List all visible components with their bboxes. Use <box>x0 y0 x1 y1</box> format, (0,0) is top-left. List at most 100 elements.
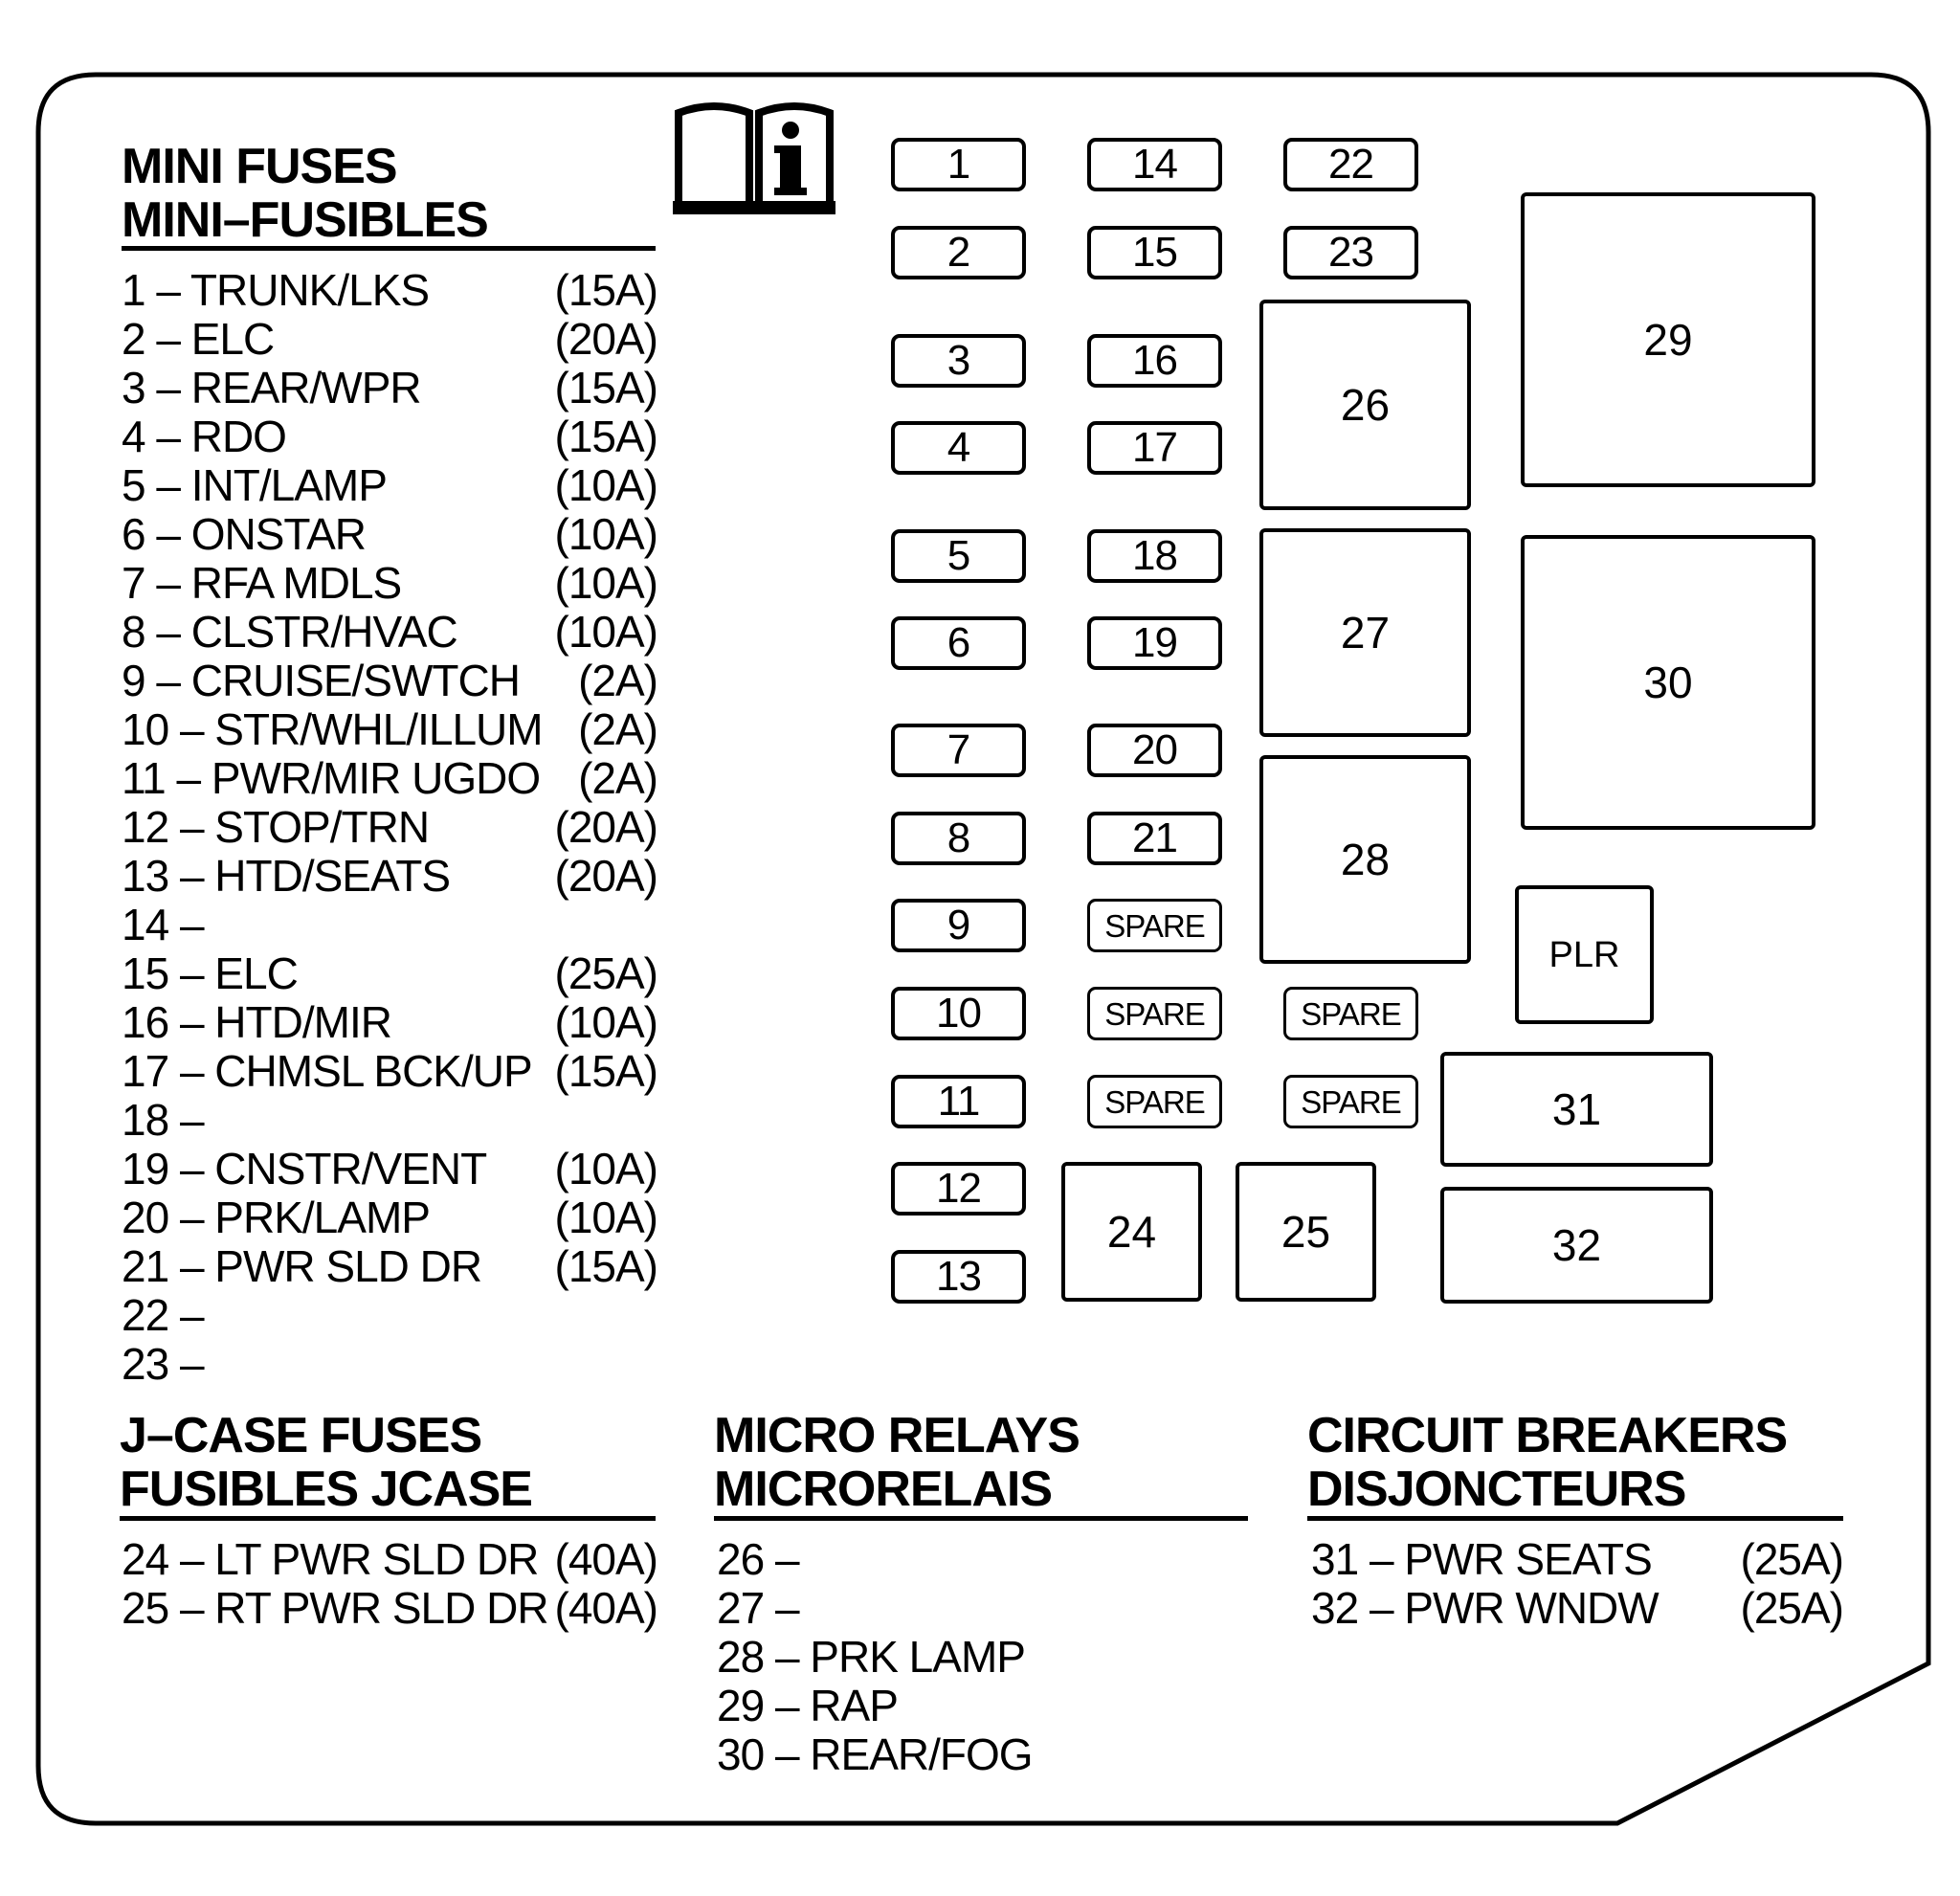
mini-fuse-label: 23 – <box>122 1339 205 1389</box>
fuse-slot-5: 5 <box>891 529 1026 583</box>
mini-fuse-amperage: (15A) <box>554 265 658 315</box>
mini-fuse-label: 11 – PWR/MIR UGDO <box>122 753 541 803</box>
mini-fuse-label: 17 – CHMSL BCK/UP <box>122 1046 533 1096</box>
circuit-breakers-title: CIRCUIT BREAKERS <box>1307 1408 1788 1463</box>
mini-fuse-label: 13 – HTD/SEATS <box>122 851 451 901</box>
mini-fuse-amperage: (15A) <box>554 1046 658 1096</box>
mini-fuse-label: 18 – <box>122 1095 205 1145</box>
spare-fuse-slot: SPARE <box>1087 1075 1222 1128</box>
micro-relay-entry: 29 – RAP <box>717 1682 1195 1730</box>
mini-fuse-entry: 19 – CNSTR/VENT (10A) <box>122 1144 658 1193</box>
spare-fuse-slot: SPARE <box>1087 899 1222 952</box>
mini-fuse-amperage: (10A) <box>554 509 658 559</box>
fuse-slot-11: 11 <box>891 1075 1026 1128</box>
mini-fuse-label: 9 – CRUISE/SWTCH <box>122 656 521 705</box>
micro-relay-label: 28 – PRK LAMP <box>717 1632 1026 1682</box>
mini-fuse-amperage: (20A) <box>554 851 658 901</box>
circuit-breakers-subtitle: DISJONCTEURS <box>1307 1461 1686 1517</box>
mini-fuse-entry: 4 – RDO (15A) <box>122 413 658 461</box>
jcase-fuse-amperage: (40A) <box>554 1534 658 1584</box>
spare-fuse-slot: SPARE <box>1087 987 1222 1040</box>
fuse-slot-16: 16 <box>1087 334 1222 388</box>
fuse-slot-22: 22 <box>1283 138 1418 191</box>
micro-relays-list: 26 – 27 – 28 – PRK LAMP 29 – RAP 30 – RE… <box>717 1535 1195 1779</box>
mini-fuse-entry: 22 – <box>122 1291 657 1340</box>
mini-fuse-label: 8 – CLSTR/HVAC <box>122 607 458 657</box>
micro-relay-27: 27 <box>1259 528 1471 737</box>
mini-fuse-label: 7 – RFA MDLS <box>122 558 402 608</box>
mini-fuse-amperage: (10A) <box>554 460 658 510</box>
micro-relay-entry: 30 – REAR/FOG <box>717 1730 1195 1779</box>
mini-fuse-amperage: (2A) <box>578 656 658 705</box>
jcase-fuse-25: 25 <box>1236 1162 1376 1302</box>
mini-fuse-label: 16 – HTD/MIR <box>122 997 392 1047</box>
fuse-slot-15: 15 <box>1087 226 1222 279</box>
mini-fuse-amperage: (10A) <box>554 997 658 1047</box>
circuit-breaker-label: 32 – PWR WNDW <box>1311 1583 1659 1633</box>
fuse-slot-14: 14 <box>1087 138 1222 191</box>
jcase-fuse-entry: 25 – RT PWR SLD DR (40A) <box>122 1583 658 1633</box>
circuit-breaker-label: 31 – PWR SEATS <box>1311 1534 1653 1584</box>
mini-fuse-entry: 18 – <box>122 1096 657 1145</box>
mini-fuse-amperage: (10A) <box>554 607 658 657</box>
fuse-slot-9: 9 <box>891 899 1026 952</box>
micro-relay-label: 27 – <box>717 1583 800 1633</box>
jcase-fuses-list: 24 – LT PWR SLD DR (40A) 25 – RT PWR SLD… <box>122 1534 658 1633</box>
micro-relays-title: MICRO RELAYS <box>714 1408 1080 1463</box>
mini-fuse-label: 15 – ELC <box>122 948 299 998</box>
fuse-slot-8: 8 <box>891 812 1026 865</box>
mini-fuse-entry: 11 – PWR/MIR UGDO (2A) <box>122 753 658 803</box>
jcase-fuse-label: 25 – RT PWR SLD DR <box>122 1583 549 1633</box>
mini-fuse-entry: 1 – TRUNK/LKS (15A) <box>122 265 658 315</box>
fuse-slot-2: 2 <box>891 226 1026 279</box>
mini-fuses-subtitle: MINI–FUSIBLES <box>122 192 489 248</box>
mini-fuse-label: 19 – CNSTR/VENT <box>122 1144 487 1193</box>
micro-relay-entry: 27 – <box>717 1584 1195 1633</box>
fuse-slot-6: 6 <box>891 616 1026 670</box>
mini-fuse-label: 20 – PRK/LAMP <box>122 1193 431 1242</box>
mini-fuse-amperage: (20A) <box>554 314 658 364</box>
mini-fuse-entry: 8 – CLSTR/HVAC (10A) <box>122 607 658 657</box>
mini-fuse-amperage: (2A) <box>578 753 658 803</box>
fuse-slot-7: 7 <box>891 724 1026 777</box>
mini-fuse-amperage: (25A) <box>554 948 658 998</box>
mini-fuses-list: 1 – TRUNK/LKS (15A) 2 – ELC (20A) 3 – RE… <box>122 265 658 1389</box>
fuse-slot-10: 10 <box>891 987 1026 1040</box>
jcase-fuse-label: 24 – LT PWR SLD DR <box>122 1534 539 1584</box>
micro-relay-26: 26 <box>1259 300 1471 510</box>
micro-relay-label: 30 – REAR/FOG <box>717 1729 1034 1779</box>
mini-fuse-label: 6 – ONSTAR <box>122 509 367 559</box>
circuit-breaker-amperage: (25A) <box>1740 1583 1844 1633</box>
micro-relay-29: 29 <box>1521 192 1815 487</box>
jcase-fuse-24: 24 <box>1061 1162 1202 1302</box>
spare-fuse-slot: SPARE <box>1283 987 1418 1040</box>
mini-fuse-entry: 7 – RFA MDLS (10A) <box>122 558 658 608</box>
fuse-slot-3: 3 <box>891 334 1026 388</box>
fuse-slot-20: 20 <box>1087 724 1222 777</box>
mini-fuse-amperage: (15A) <box>554 1241 658 1291</box>
circuit-breaker-32: 32 <box>1440 1187 1713 1304</box>
mini-fuse-label: 3 – REAR/WPR <box>122 363 422 413</box>
mini-fuse-label: 10 – STR/WHL/ILLUM <box>122 704 544 754</box>
mini-fuse-entry: 15 – ELC (25A) <box>122 948 658 998</box>
fuse-slot-13: 13 <box>891 1250 1026 1304</box>
mini-fuse-label: 12 – STOP/TRN <box>122 802 430 852</box>
fuse-slot-4: 4 <box>891 421 1026 475</box>
mini-fuse-label: 5 – INT/LAMP <box>122 460 388 510</box>
mini-fuse-label: 2 – ELC <box>122 314 275 364</box>
circuit-breaker-entry: 32 – PWR WNDW (25A) <box>1311 1583 1844 1633</box>
spare-fuse-slot: SPARE <box>1283 1075 1418 1128</box>
owner-manual-info-icon <box>673 102 835 214</box>
mini-fuses-divider <box>122 246 656 251</box>
jcase-fuses-divider <box>120 1516 656 1521</box>
jcase-fuses-subtitle: FUSIBLES JCASE <box>120 1461 533 1517</box>
mini-fuse-entry: 16 – HTD/MIR (10A) <box>122 997 658 1047</box>
mini-fuse-label: 1 – TRUNK/LKS <box>122 265 430 315</box>
mini-fuse-entry: 23 – <box>122 1340 657 1389</box>
circuit-breaker-entry: 31 – PWR SEATS (25A) <box>1311 1534 1844 1584</box>
circuit-breaker-31: 31 <box>1440 1052 1713 1167</box>
micro-relay-label: 26 – <box>717 1534 800 1584</box>
fuse-slot-1: 1 <box>891 138 1026 191</box>
mini-fuse-label: 21 – PWR SLD DR <box>122 1241 482 1291</box>
